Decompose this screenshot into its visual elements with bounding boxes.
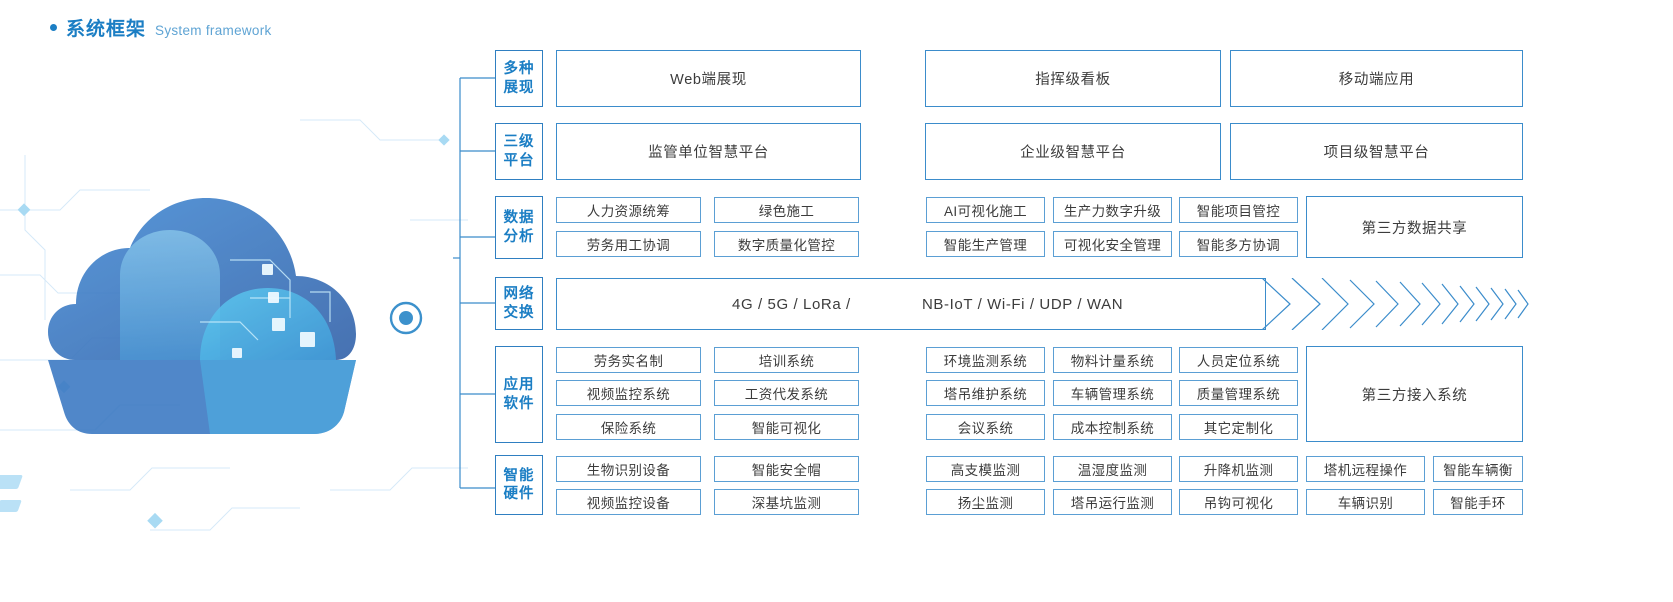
chip-app-left-2[interactable]: 培训系统 <box>714 347 859 373</box>
chip-app-left-4[interactable]: 工资代发系统 <box>714 380 859 406</box>
cell-command-board[interactable]: 指挥级看板 <box>925 50 1221 107</box>
chip-app-mid-8[interactable]: 成本控制系统 <box>1053 414 1172 440</box>
chip-hw-mid-3[interactable]: 升降机监测 <box>1179 456 1298 482</box>
row-label-line2: 展现 <box>503 79 535 96</box>
chip-data-mid-6[interactable]: 智能多方协调 <box>1179 231 1298 257</box>
circuit-lines-icon <box>0 119 468 531</box>
row-label-hardware: 智能 硬件 <box>495 455 543 515</box>
chip-data-left-2[interactable]: 绿色施工 <box>714 197 859 223</box>
row-label-line2: 软件 <box>503 395 535 412</box>
page-title-en: System framework <box>155 23 272 38</box>
page-title: 系统框架 System framework <box>50 14 272 41</box>
chip-hw-mid-6[interactable]: 吊钩可视化 <box>1179 489 1298 515</box>
chip-app-left-1[interactable]: 劳务实名制 <box>556 347 701 373</box>
chip-hw-mid-5[interactable]: 塔吊运行监测 <box>1053 489 1172 515</box>
chip-app-mid-4[interactable]: 塔吊维护系统 <box>926 380 1045 406</box>
row-label-line2: 硬件 <box>503 486 535 502</box>
row-label-application: 应用 软件 <box>495 346 543 443</box>
chip-data-left-3[interactable]: 劳务用工协调 <box>556 231 701 257</box>
chip-app-mid-2[interactable]: 物料计量系统 <box>1053 347 1172 373</box>
row-label-line1: 三级 <box>503 134 535 151</box>
cell-web-display[interactable]: Web端展现 <box>556 50 861 107</box>
row-label-line1: 多种 <box>503 61 535 78</box>
cell-enterprise-platform[interactable]: 企业级智慧平台 <box>925 123 1221 180</box>
chip-hw-right-3[interactable]: 车辆识别 <box>1306 489 1425 515</box>
chip-app-left-6[interactable]: 智能可视化 <box>714 414 859 440</box>
network-text-1: 4G / 5G / LoRa / <box>732 295 851 313</box>
page-title-cn: 系统框架 <box>66 19 147 40</box>
cell-regulator-platform[interactable]: 监管单位智慧平台 <box>556 123 861 180</box>
chip-hw-right-1[interactable]: 塔机远程操作 <box>1306 456 1425 482</box>
row-label-line1: 网络 <box>503 286 535 303</box>
row-label-network: 网络 交换 <box>495 277 543 330</box>
chip-app-mid-5[interactable]: 车辆管理系统 <box>1053 380 1172 406</box>
chip-hw-mid-4[interactable]: 扬尘监测 <box>926 489 1045 515</box>
chip-hw-mid-2[interactable]: 温湿度监测 <box>1053 456 1172 482</box>
cell-third-party-access-system[interactable]: 第三方接入系统 <box>1306 346 1523 442</box>
chip-app-left-3[interactable]: 视频监控系统 <box>556 380 701 406</box>
chip-data-mid-2[interactable]: 生产力数字升级 <box>1053 197 1172 223</box>
chip-data-left-4[interactable]: 数字质量化管控 <box>714 231 859 257</box>
cloud-illustration <box>0 60 470 560</box>
row-label-line2: 交换 <box>503 304 535 321</box>
chip-app-mid-1[interactable]: 环境监测系统 <box>926 347 1045 373</box>
chip-app-mid-6[interactable]: 质量管理系统 <box>1179 380 1298 406</box>
chip-data-left-1[interactable]: 人力资源统筹 <box>556 197 701 223</box>
chip-hw-left-1[interactable]: 生物识别设备 <box>556 456 701 482</box>
cell-mobile-app[interactable]: 移动端应用 <box>1230 50 1523 107</box>
chip-app-mid-7[interactable]: 会议系统 <box>926 414 1045 440</box>
row-label-line2: 平台 <box>503 152 535 169</box>
row-label-line1: 智能 <box>503 467 535 484</box>
chip-data-mid-1[interactable]: AI可视化施工 <box>926 197 1045 223</box>
row-label-data: 数据 分析 <box>495 196 543 259</box>
chip-hw-left-4[interactable]: 深基坑监测 <box>714 489 859 515</box>
cell-third-party-data-sharing[interactable]: 第三方数据共享 <box>1306 196 1523 258</box>
row-label-line1: 数据 <box>503 210 535 227</box>
chip-data-mid-5[interactable]: 可视化安全管理 <box>1053 231 1172 257</box>
chip-hw-left-2[interactable]: 智能安全帽 <box>714 456 859 482</box>
chip-hw-mid-1[interactable]: 高支模监测 <box>926 456 1045 482</box>
cell-project-platform[interactable]: 项目级智慧平台 <box>1230 123 1523 180</box>
chip-app-mid-3[interactable]: 人员定位系统 <box>1179 347 1298 373</box>
chevron-arrows-icon <box>1262 278 1529 330</box>
row-label-platform: 三级 平台 <box>495 123 543 180</box>
chip-app-mid-9[interactable]: 其它定制化 <box>1179 414 1298 440</box>
tree-connector <box>453 77 497 489</box>
bullet-dot-icon <box>50 24 57 31</box>
chip-hw-left-3[interactable]: 视频监控设备 <box>556 489 701 515</box>
network-text-2: NB-IoT / Wi-Fi / UDP / WAN <box>922 295 1124 313</box>
chip-hw-right-4[interactable]: 智能手环 <box>1433 489 1523 515</box>
chip-data-mid-3[interactable]: 智能项目管控 <box>1179 197 1298 223</box>
row-label-display: 多种 展现 <box>495 50 543 107</box>
chip-app-left-5[interactable]: 保险系统 <box>556 414 701 440</box>
chip-data-mid-4[interactable]: 智能生产管理 <box>926 231 1045 257</box>
row-label-line2: 分析 <box>503 228 535 245</box>
chip-hw-right-2[interactable]: 智能车辆衡 <box>1433 456 1523 482</box>
row-label-line1: 应用 <box>503 377 535 394</box>
network-protocol-bar[interactable]: 4G / 5G / LoRa / NB-IoT / Wi-Fi / UDP / … <box>556 278 1266 330</box>
